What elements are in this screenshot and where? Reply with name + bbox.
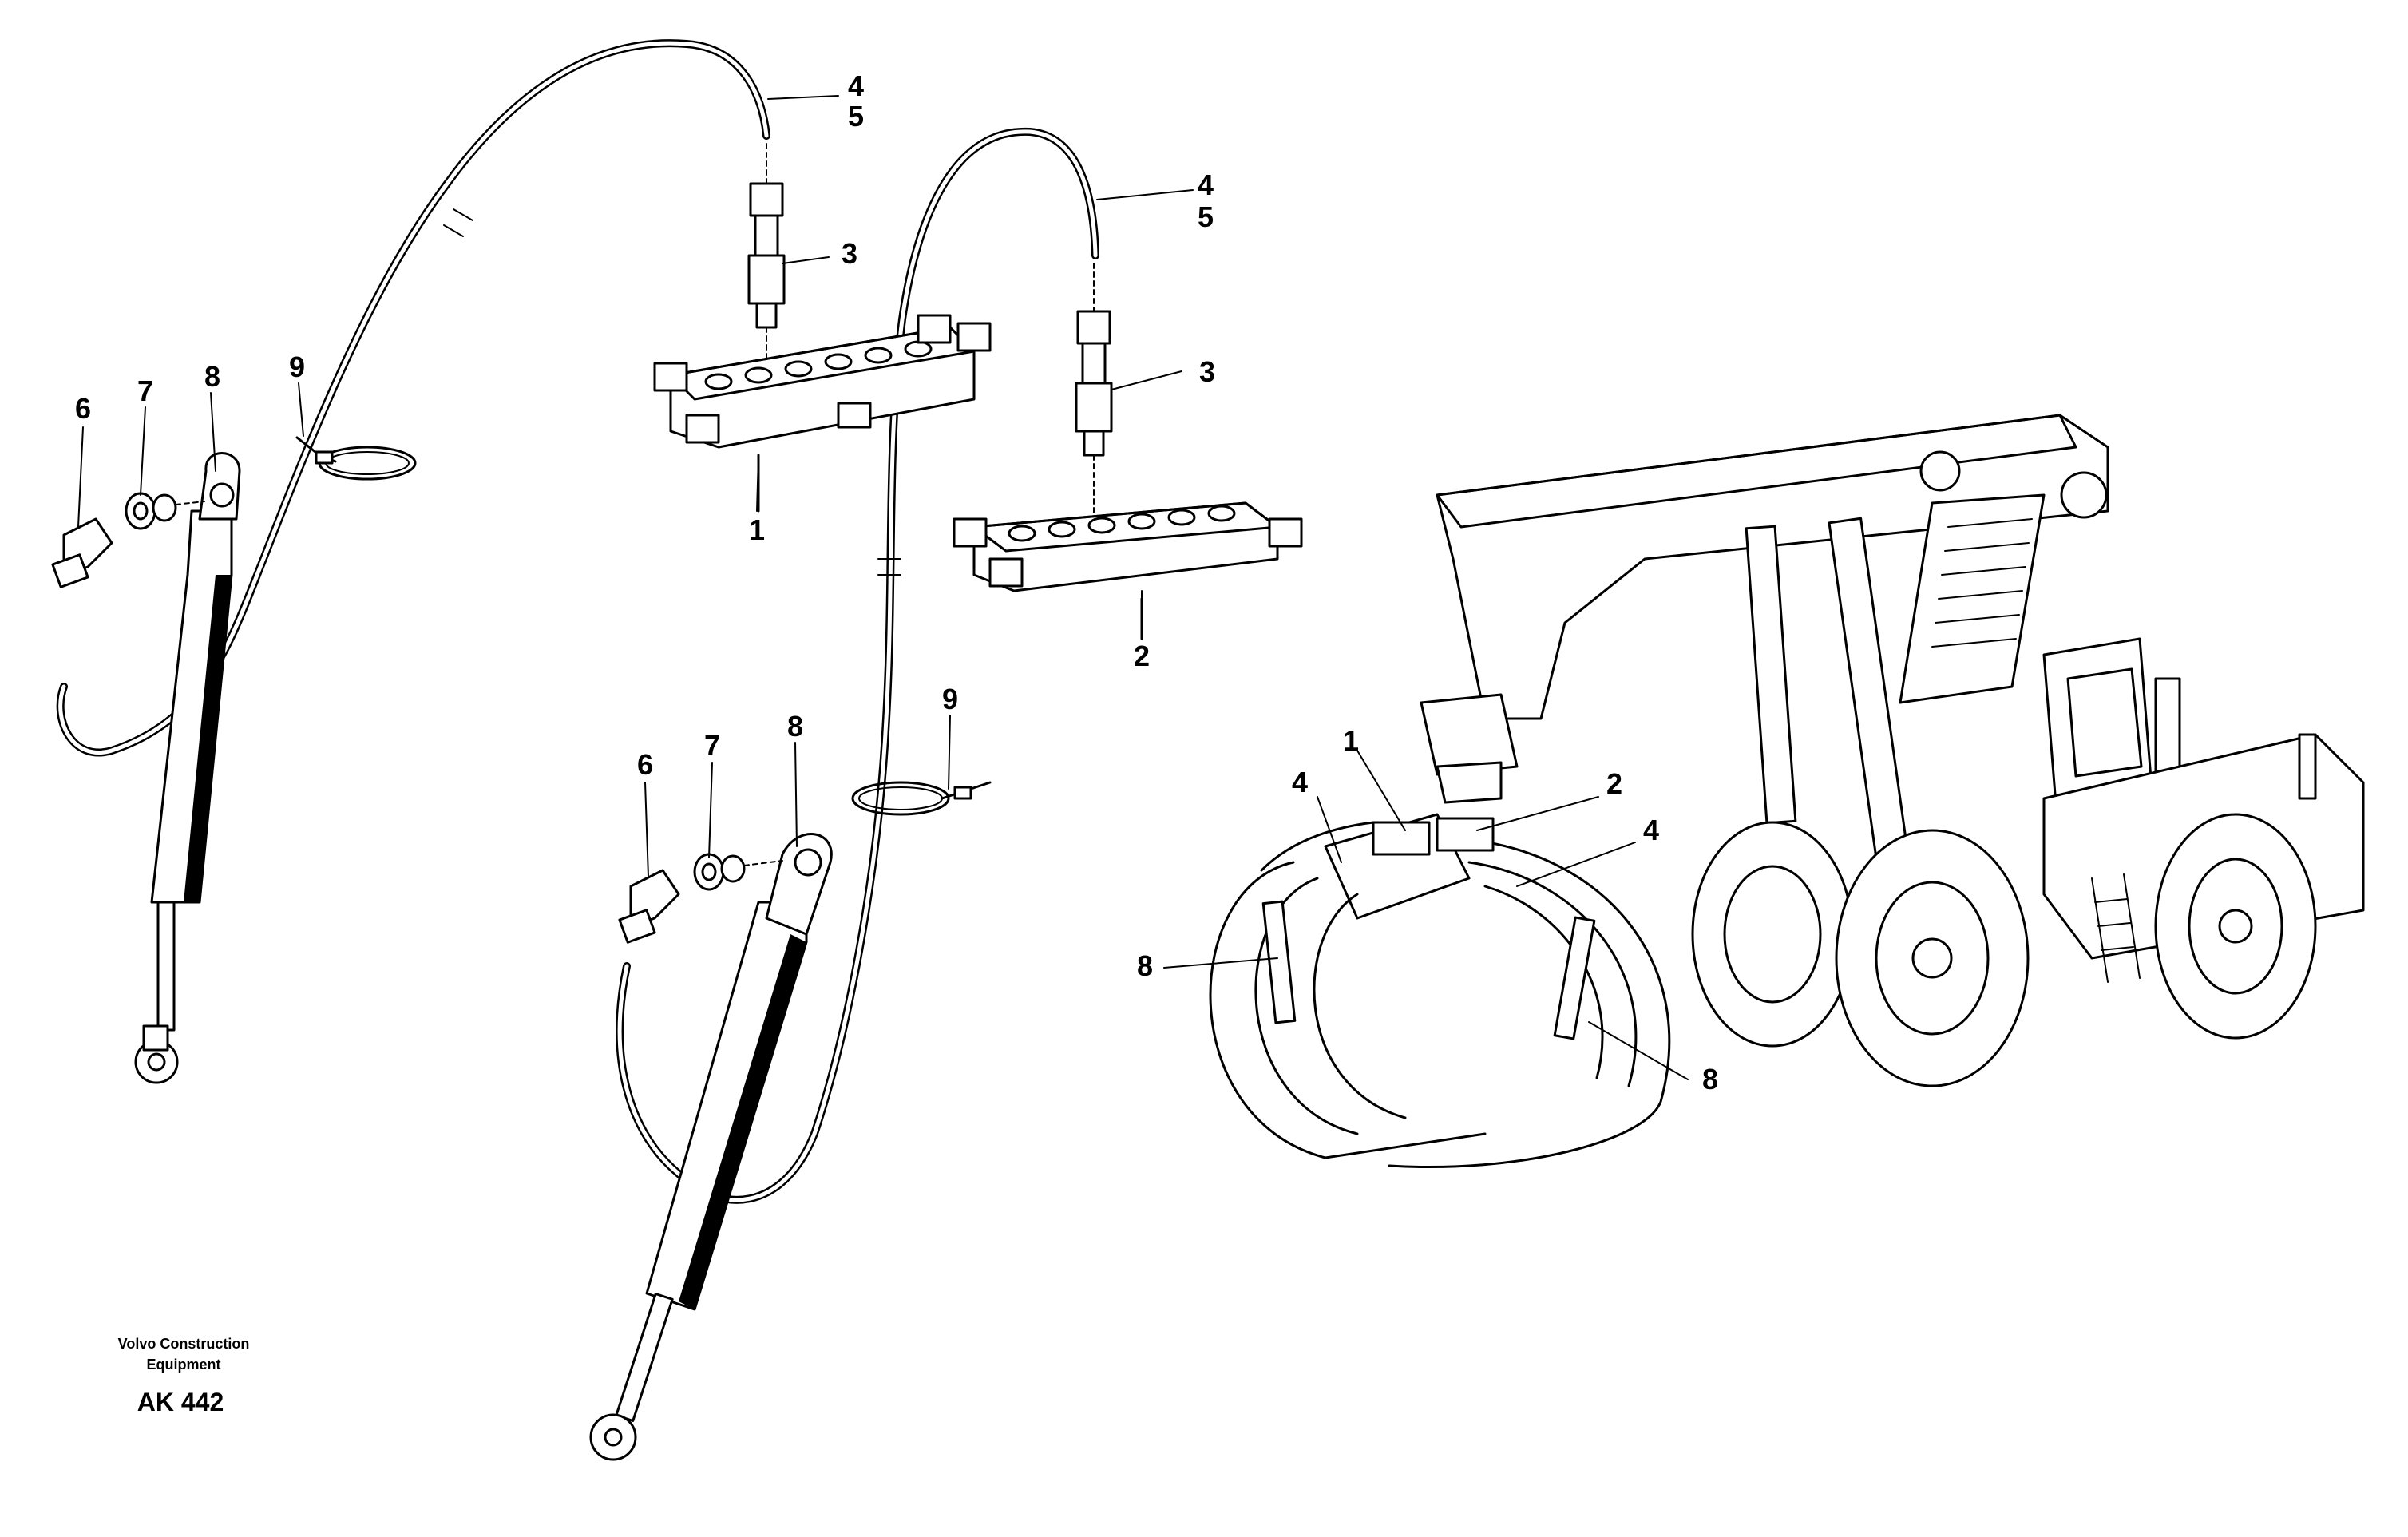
- callout-7-lower: 7: [703, 729, 721, 762]
- callout-8-lower-cylinder: 8: [786, 710, 804, 743]
- cylinder-8-lower: [589, 833, 833, 1461]
- hose-middle: [616, 127, 1099, 1204]
- wheel-front-left: [1691, 821, 1854, 1048]
- callout-1-machine: 1: [1342, 724, 1360, 757]
- machine-log-loader: [1209, 414, 2365, 1169]
- hose-clamp-9-upper: [295, 436, 417, 481]
- callout-4-upper-hose: 4: [847, 69, 865, 102]
- callout-4-machine-left: 4: [1291, 766, 1309, 798]
- callout-2-machine: 2: [1606, 767, 1623, 800]
- distribution-block-1: [653, 314, 992, 513]
- callout-4-lower-hose: 4: [1197, 168, 1214, 201]
- elbow-fitting-6-left: [51, 517, 113, 588]
- washer-7-left: [125, 492, 205, 530]
- cylinder-8-left: [134, 452, 241, 1084]
- distribution-block-2: [953, 501, 1303, 640]
- company-name-line2: Equipment: [146, 1357, 221, 1373]
- callout-3-lower-fitting: 3: [1198, 355, 1216, 388]
- wheel-front-right: [1835, 829, 2030, 1087]
- callout-7-left: 7: [137, 374, 154, 407]
- callout-3-upper-fitting: 3: [841, 237, 858, 270]
- callout-1-block: 1: [748, 513, 766, 546]
- fitting-3-lower: [1075, 263, 1113, 528]
- washer-7-lower: [693, 853, 783, 891]
- hose-left: [56, 39, 770, 757]
- fitting-3-upper: [747, 143, 786, 360]
- drawing-code: AK 442: [137, 1388, 224, 1416]
- callout-8-machine-left: 8: [1136, 949, 1154, 982]
- wheel-rear: [2154, 813, 2317, 1040]
- elbow-fitting-6-lower: [618, 869, 680, 944]
- callout-6-left: 6: [74, 392, 92, 425]
- callout-9-upper-clamp: 9: [288, 351, 306, 383]
- callout-5-upper-hose: 5: [847, 100, 865, 133]
- callout-6-lower: 6: [636, 748, 654, 781]
- callout-8-left-cylinder: 8: [204, 360, 221, 393]
- company-name-line1: Volvo Construction: [117, 1336, 250, 1352]
- callout-8-machine-right: 8: [1701, 1063, 1719, 1095]
- hose-clamp-9-lower: [851, 781, 992, 816]
- callout-2-block: 2: [1133, 640, 1151, 672]
- callout-9-lower-clamp: 9: [941, 683, 959, 715]
- callout-4-machine-right: 4: [1642, 814, 1660, 846]
- callout-5-lower-hose: 5: [1197, 200, 1214, 233]
- leader-lines: [77, 95, 1689, 1080]
